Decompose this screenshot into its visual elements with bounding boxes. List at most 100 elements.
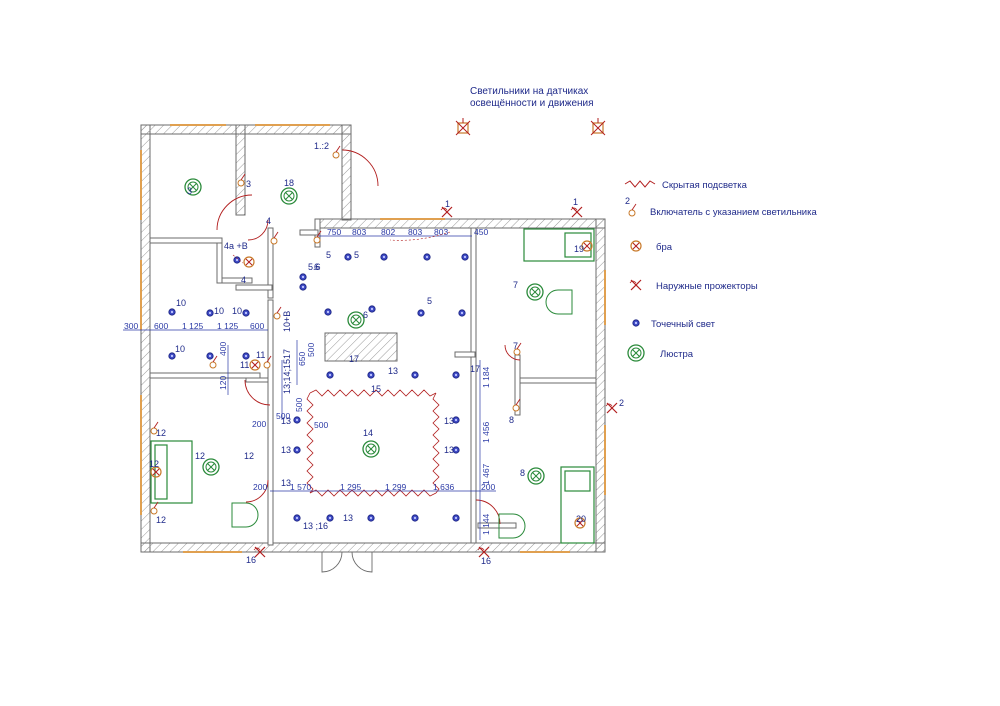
room-label: 4 [266, 216, 271, 226]
dim-top: 803 [352, 227, 366, 237]
dim-bottom: 1 570 [290, 482, 312, 492]
room-label: 7 [513, 280, 518, 290]
room-label: 20 [576, 514, 586, 524]
spotlight-icon [632, 319, 640, 327]
room-label: 13 [281, 478, 291, 488]
room-label: 3 [246, 179, 251, 189]
dim-bottom: 200 [481, 482, 495, 492]
walls [140, 124, 606, 553]
spotlight-icon [344, 253, 352, 261]
dim-misc: 500 [276, 411, 290, 421]
spotlight-icon [293, 416, 301, 424]
dim-left: 1 125 [182, 321, 204, 331]
room-label: 8 [520, 468, 525, 478]
spotlight-icon [242, 309, 250, 317]
spotlight-icon [411, 371, 419, 379]
chandelier-icon [362, 440, 380, 458]
room-label: 12 [244, 451, 254, 461]
room-label: 10 [232, 306, 242, 316]
dim-top: 802 [381, 227, 395, 237]
floodlight-icon [605, 402, 618, 414]
island [324, 332, 398, 362]
spotlight-icon [293, 514, 301, 522]
room-label: 11 [256, 350, 265, 360]
room-label: 13 [343, 513, 353, 523]
room-label: 1.:2 [314, 141, 329, 151]
room-label: 5 [427, 296, 432, 306]
room-label: 19 [574, 244, 584, 254]
room-label: 10+В [282, 311, 292, 332]
doors [216, 149, 521, 573]
floodlight-icon [570, 206, 583, 218]
room-label: 11 [240, 360, 249, 370]
room-label: 12 [156, 515, 166, 525]
chandelier-icon [527, 467, 545, 485]
dim-top: 750 [327, 227, 341, 237]
spotlight-icon [293, 446, 301, 454]
chandelier-icon [202, 458, 220, 476]
spotlight-icon [324, 308, 332, 316]
room-label: 13;14;1517 [282, 349, 292, 394]
sensor-light-icon [590, 117, 606, 136]
legend-label: Люстра [660, 349, 694, 360]
room-label: 13 [281, 416, 291, 426]
room-label: 10 [175, 344, 185, 354]
room-label: 6 [314, 262, 319, 272]
spotlight-icon [452, 371, 460, 379]
spotlight-icon [458, 309, 466, 317]
floodlight-icon [629, 279, 642, 291]
spotlight-icon [299, 283, 307, 291]
dim-top: 803 [434, 227, 448, 237]
spotlight-icon [452, 514, 460, 522]
room-label: 6 [363, 310, 368, 320]
room-label: 8 [509, 415, 514, 425]
dim-misc: 500 [314, 420, 328, 430]
room-label: 12 [149, 459, 159, 469]
room-label: 5 [326, 250, 331, 260]
chandelier-icon [347, 311, 365, 329]
room-label: 12 [195, 451, 205, 461]
room-label: 5 [354, 250, 359, 260]
spotlight-icon [233, 256, 241, 264]
title-line-2: освещённости и движения [470, 98, 594, 109]
room-labels: 3 18 1.:2 3 4 4а +В 4 5 5 5 5.6 6 6 10 1… [149, 141, 624, 566]
sconce-icon [243, 256, 255, 268]
room-label: 7 [513, 341, 518, 351]
room-label: 17 [470, 364, 480, 374]
spotlight-icon [206, 352, 214, 360]
chandelier-icon [526, 283, 544, 301]
dim-vertical: 120 [218, 376, 228, 390]
dim-left: 1 125 [217, 321, 239, 331]
spotlight-icon [461, 253, 469, 261]
dim-bottom: 1 299 [385, 482, 407, 492]
chandelier-icon [627, 344, 645, 362]
dim-vertical: 500 [294, 398, 304, 412]
hidden-light [306, 389, 440, 497]
spotlights [168, 253, 469, 522]
spotlight-icon [206, 309, 214, 317]
windows [140, 124, 606, 553]
room-label: 13 [388, 366, 398, 376]
dimension-labels: 750 803 802 803 803 450 300 600 1 125 1 … [124, 227, 495, 535]
dim-left: 300 [124, 321, 138, 331]
room-label: 16 [246, 555, 256, 565]
dim-bottom: 1 636 [433, 482, 455, 492]
dim-top: 803 [408, 227, 422, 237]
spotlight-icon [417, 309, 425, 317]
switch-icon [332, 145, 341, 159]
dim-vertical: 1 144 [481, 513, 491, 535]
room-label: 5.6 [308, 262, 321, 272]
sconce-icon [249, 359, 261, 371]
room-label: 13 [444, 445, 454, 455]
room-label: 12 [156, 428, 166, 438]
dim-misc: 200 [252, 419, 266, 429]
sconce-icon [630, 240, 642, 252]
spotlight-icon [299, 273, 307, 281]
legend-number: 2 [625, 196, 630, 206]
room-label: 10 [214, 306, 224, 316]
room-label: 10 [176, 298, 186, 308]
dim-bottom: 1 295 [340, 482, 362, 492]
dim-top: 450 [474, 227, 488, 237]
legend-label: Скрытая подсветка [662, 180, 748, 191]
dim-bottom: 200 [253, 482, 267, 492]
